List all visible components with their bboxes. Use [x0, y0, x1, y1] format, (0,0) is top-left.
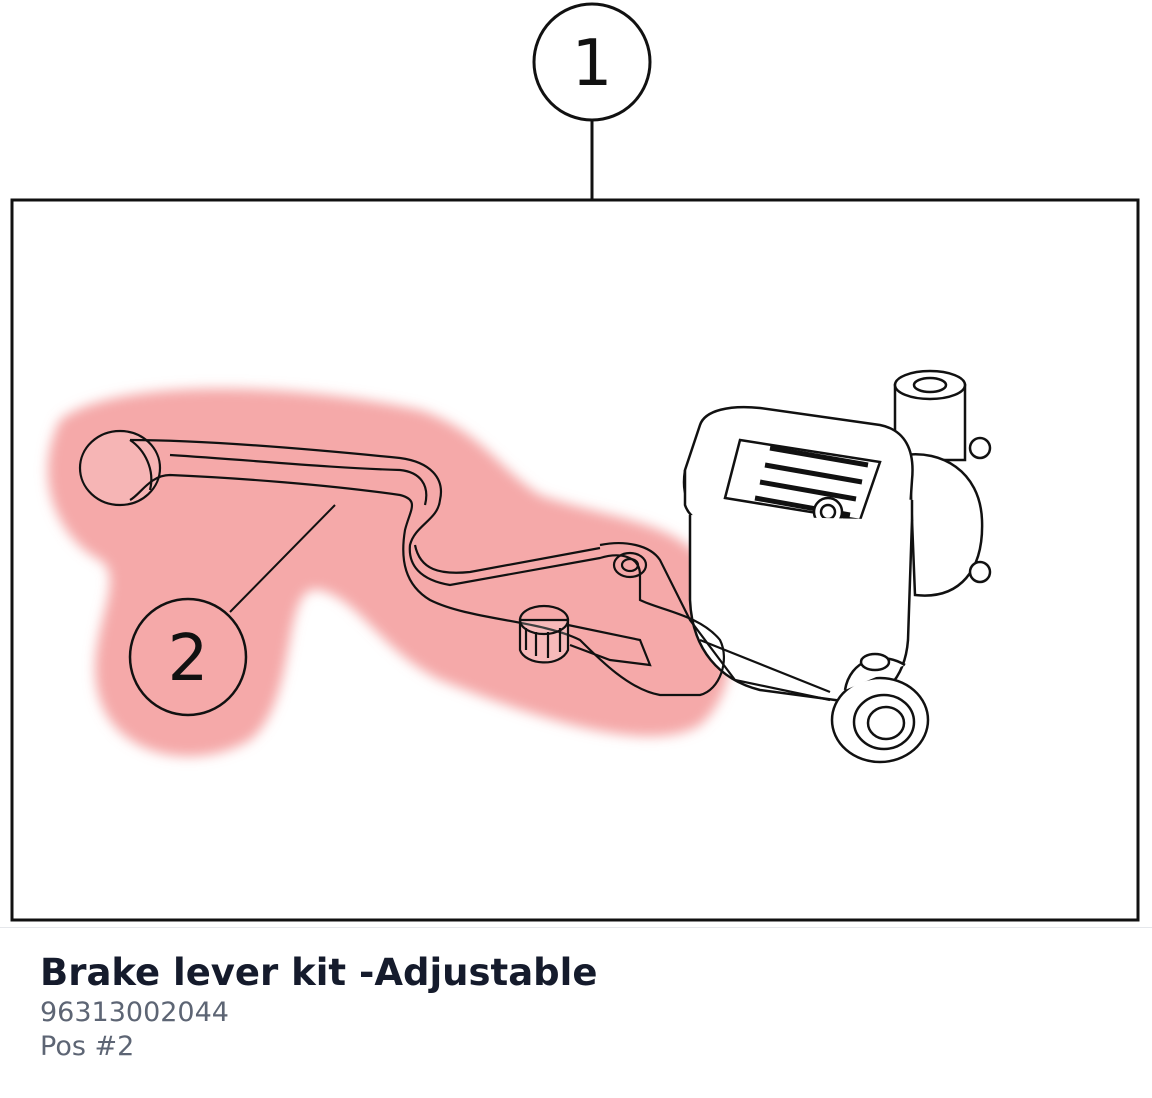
parts-diagram: 1 [10, 2, 1140, 922]
callout-2-label: 2 [168, 622, 209, 696]
callout-2-leader [229, 504, 336, 613]
part-info: Brake lever kit -Adjustable 96313002044 … [40, 950, 1120, 1064]
callout-1[interactable]: 1 [532, 2, 652, 200]
callout-2-circle [128, 597, 248, 717]
assembly-frame [10, 198, 1140, 922]
lever-highlight[interactable] [47, 388, 731, 757]
callout-2[interactable]: 2 [128, 504, 336, 717]
master-cylinder [682, 369, 992, 764]
callout-1-label: 1 [572, 27, 613, 101]
brake-lever [78, 429, 831, 702]
part-number: 96313002044 [40, 997, 229, 1028]
part-title: Brake lever kit -Adjustable [40, 951, 598, 994]
part-position: Pos #2 [40, 1031, 135, 1062]
divider [0, 927, 1152, 928]
